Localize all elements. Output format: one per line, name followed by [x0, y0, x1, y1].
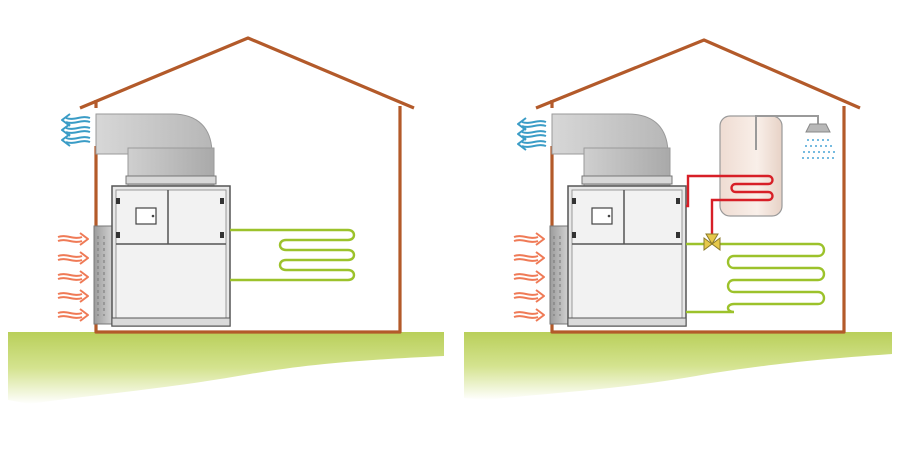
valve-icon — [703, 233, 721, 251]
pipe-coil-icon — [686, 242, 826, 314]
pipe-coil-icon — [230, 228, 356, 282]
shower-icon — [755, 115, 835, 159]
hot-water-pipe — [686, 174, 732, 244]
air-in-arrow-icon — [57, 232, 89, 322]
air-in-arrow-icon — [513, 232, 545, 322]
panel-space-heating — [8, 36, 444, 404]
heat-pump-icon — [549, 113, 687, 327]
ground-right — [464, 332, 892, 400]
panel-heating-and-hot-water — [464, 38, 892, 400]
ground-left — [8, 332, 444, 404]
air-out-arrow-icon — [517, 117, 547, 151]
air-out-arrow-icon — [61, 113, 91, 147]
heat-pump-icon — [93, 113, 231, 327]
hot-water-tank-icon — [719, 115, 783, 217]
